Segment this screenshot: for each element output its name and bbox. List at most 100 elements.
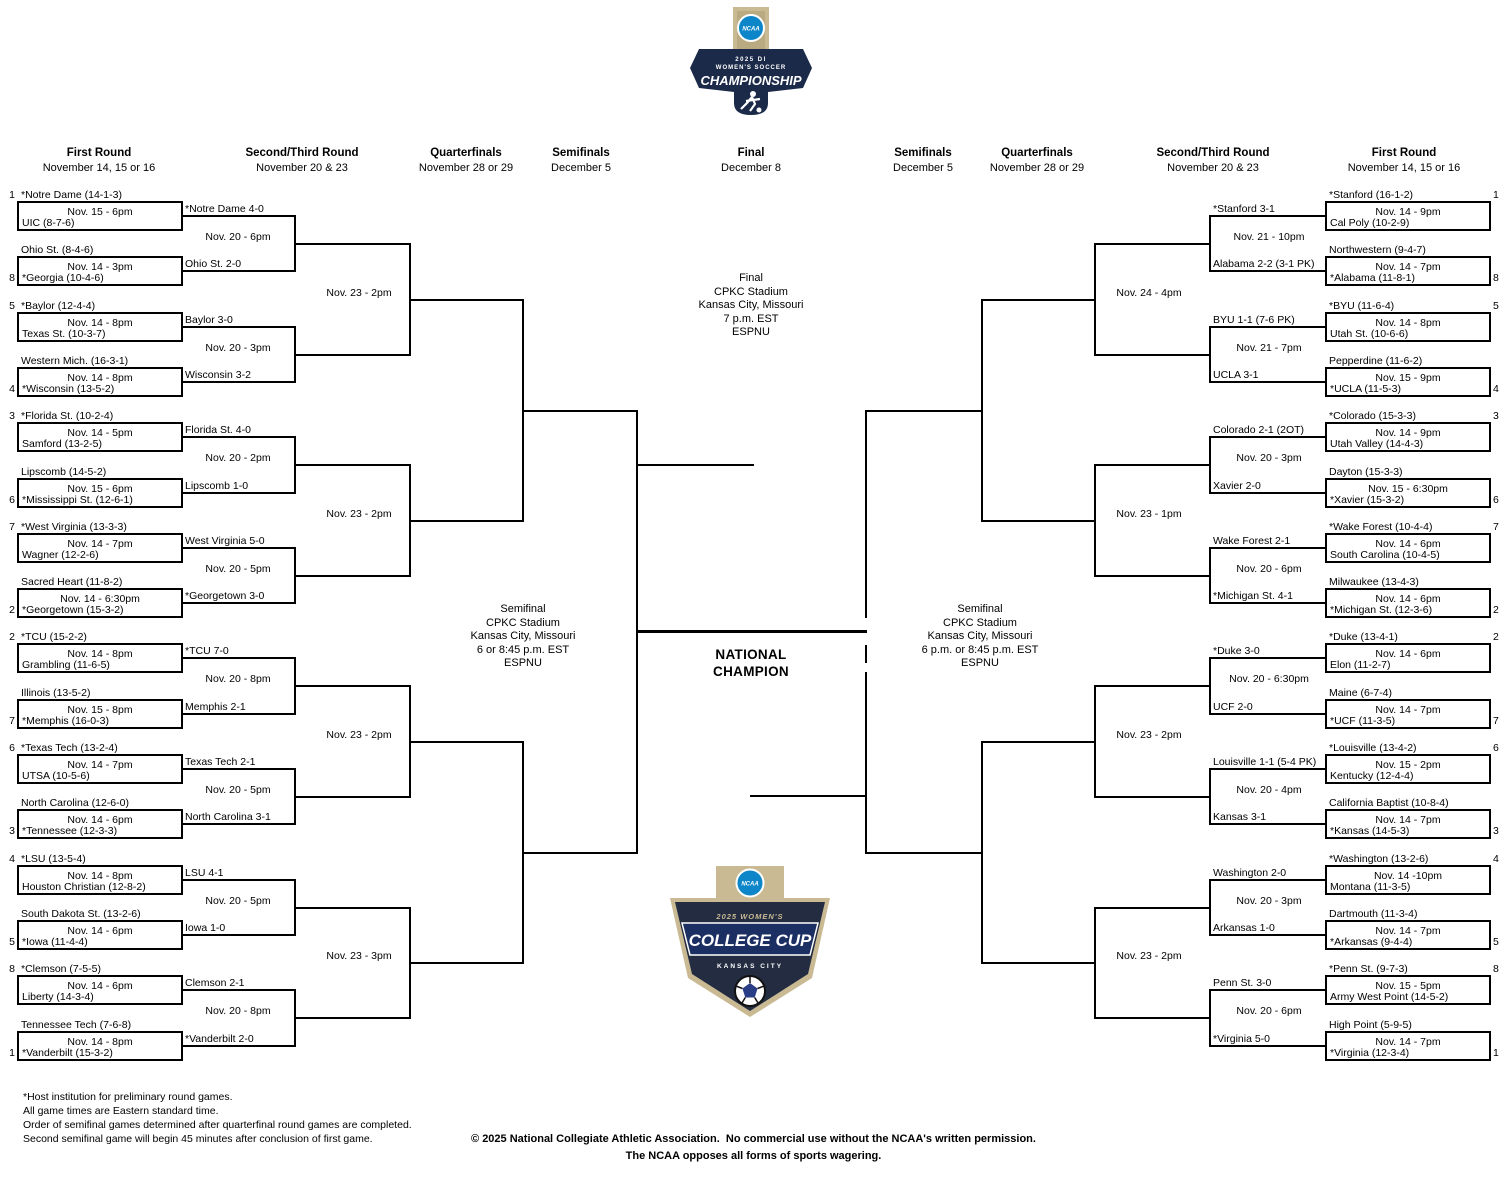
game-time: Nov. 21 - 7pm xyxy=(1236,342,1302,354)
team-name: Wake Forest 2-1 xyxy=(1213,535,1291,547)
team-name: *Georgetown 3-0 xyxy=(185,590,265,602)
seed-number: 6 xyxy=(1493,742,1499,754)
semifinal-info-line: 6 or 8:45 p.m. EST xyxy=(476,643,570,656)
team-name: *Michigan St. 4-1 xyxy=(1213,590,1293,602)
bracket-hline xyxy=(181,879,296,881)
team-name: Western Mich. (16-3-1) xyxy=(21,355,129,367)
game-time: Nov. 23 - 2pm xyxy=(1116,729,1182,741)
bracket-hline xyxy=(181,326,296,328)
semifinal-info-right: Semifinal CPKC Stadium Kansas City, Miss… xyxy=(880,603,1080,671)
bracket-hline xyxy=(294,575,411,577)
champion-line1: NATIONAL xyxy=(715,647,787,662)
game-time: Nov. 23 - 2pm xyxy=(1116,950,1182,962)
game-time: Nov. 20 - 5pm xyxy=(205,784,271,796)
final-info-line: ESPNU xyxy=(732,326,770,338)
final-info-line: Final xyxy=(739,272,763,284)
game-time: Nov. 14 - 7pm xyxy=(1375,704,1441,716)
copyright: © 2025 National Collegiate Athletic Asso… xyxy=(420,1131,1087,1164)
game-time: Nov. 14 - 8pm xyxy=(1375,317,1441,329)
team-name: *Georgia (10-4-6) xyxy=(22,272,104,284)
team-name: West Virginia 5-0 xyxy=(185,535,265,547)
bracket-hline xyxy=(294,685,411,687)
game-time: Nov. 20 - 8pm xyxy=(205,673,271,685)
team-name: UCLA 3-1 xyxy=(1213,369,1259,381)
game-time: Nov. 23 - 3pm xyxy=(326,950,392,962)
team-name: Ohio St. 2-0 xyxy=(185,258,242,270)
quarterfinal-winner-line xyxy=(522,852,638,854)
bracket-hline xyxy=(181,270,296,272)
semifinal-info-left: Semifinal CPKC Stadium Kansas City, Miss… xyxy=(423,603,623,671)
bracket-hline xyxy=(1209,934,1327,936)
team-name: *Georgetown (15-3-2) xyxy=(22,604,124,616)
bracket-hline xyxy=(1094,1017,1211,1019)
team-name: *West Virginia (13-3-3) xyxy=(21,521,127,533)
team-name: *Texas Tech (13-2-4) xyxy=(21,742,118,754)
team-name: *Stanford (16-1-2) xyxy=(1329,189,1414,201)
bracket-hline xyxy=(1209,657,1327,659)
seed-number: 2 xyxy=(1493,604,1499,616)
national-champion-label: NATIONAL CHAMPION xyxy=(651,646,851,680)
copyright-line2: The NCAA opposes all forms of sports wag… xyxy=(625,1149,882,1162)
seed-number: 4 xyxy=(9,383,15,395)
seed-number: 7 xyxy=(9,715,15,727)
seed-number: 4 xyxy=(9,853,15,865)
copyright-line1: © 2025 National Collegiate Athletic Asso… xyxy=(471,1133,1036,1145)
team-name: South Carolina (10-4-5) xyxy=(1330,549,1440,561)
bracket-hline xyxy=(181,934,296,936)
header-dates: December 8 xyxy=(721,162,781,174)
team-name: *Duke (13-4-1) xyxy=(1329,631,1398,643)
bracket-hline xyxy=(181,602,296,604)
game-time: Nov. 15 - 6pm xyxy=(67,206,133,218)
team-name: Colorado 2-1 (2OT) xyxy=(1213,424,1305,436)
bracket-hline xyxy=(1094,464,1211,466)
bracket-hline xyxy=(1209,381,1327,383)
ncaa-disk xyxy=(735,868,765,898)
team-name: *Xavier (15-3-2) xyxy=(1330,494,1405,506)
game-time: Nov. 14 - 5pm xyxy=(67,427,133,439)
game-time: Nov. 20 - 6pm xyxy=(205,231,271,243)
team-name: Pepperdine (11-6-2) xyxy=(1329,355,1423,367)
column-header-first-round-left: First Round November 14, 15 or 16 xyxy=(0,146,199,176)
team-name: Texas St. (10-3-7) xyxy=(22,328,106,340)
game-time: Nov. 20 - 6pm xyxy=(1236,1005,1302,1017)
game-time: Nov. 14 - 6pm xyxy=(67,925,133,937)
soccer-ball-icon xyxy=(734,975,766,1007)
bracket-hline xyxy=(1094,685,1211,687)
game-time: Nov. 14 - 7pm xyxy=(67,538,133,550)
team-name: *Notre Dame 4-0 xyxy=(185,203,264,215)
team-name: Memphis 2-1 xyxy=(185,701,246,713)
header-dates: November 14, 15 or 16 xyxy=(1347,162,1461,174)
semifinal-line xyxy=(865,672,867,854)
logo-banner xyxy=(681,922,819,956)
bracket-hline xyxy=(1094,243,1211,245)
bracket-hline xyxy=(1209,492,1327,494)
header-dates: November 20 & 23 xyxy=(256,162,348,174)
team-name: *Memphis (16-0-3) xyxy=(22,715,109,727)
bracket-hline xyxy=(181,381,296,383)
shield-shape xyxy=(690,49,812,115)
final-info-line: Kansas City, Missouri xyxy=(698,299,804,311)
team-name: *Colorado (15-3-3) xyxy=(1329,410,1416,422)
team-name: High Point (5-9-5) xyxy=(1329,1019,1412,1031)
semifinal-info-line: CPKC Stadium xyxy=(943,616,1017,629)
team-name: *Iowa (11-4-4) xyxy=(22,936,88,948)
semifinal-info-line: Semifinal xyxy=(500,603,546,615)
header-title: Semifinals xyxy=(552,147,610,159)
seed-number: 5 xyxy=(1493,936,1499,948)
game-time: Nov. 14 - 6:30pm xyxy=(60,593,140,605)
bracket-hline xyxy=(181,215,296,217)
game-time: Nov. 14 - 7pm xyxy=(1375,1036,1441,1048)
header-dates: November 28 or 29 xyxy=(989,162,1085,174)
bracket-hline xyxy=(181,657,296,659)
team-name: *Tennessee (12-3-3) xyxy=(22,825,118,837)
team-name: Montana (11-3-5) xyxy=(1330,881,1411,893)
team-name: *LSU (13-5-4) xyxy=(21,853,86,865)
column-header-second-round-right: Second/Third Round November 20 & 23 xyxy=(1113,146,1313,176)
seed-number: 7 xyxy=(1493,521,1499,533)
team-name: Utah Valley (14-4-3) xyxy=(1330,438,1424,450)
bracket-hline xyxy=(1209,436,1327,438)
team-name: UIC (8-7-6) xyxy=(22,217,75,229)
bracket-hline xyxy=(181,547,296,549)
header-title: Quarterfinals xyxy=(1001,147,1073,159)
